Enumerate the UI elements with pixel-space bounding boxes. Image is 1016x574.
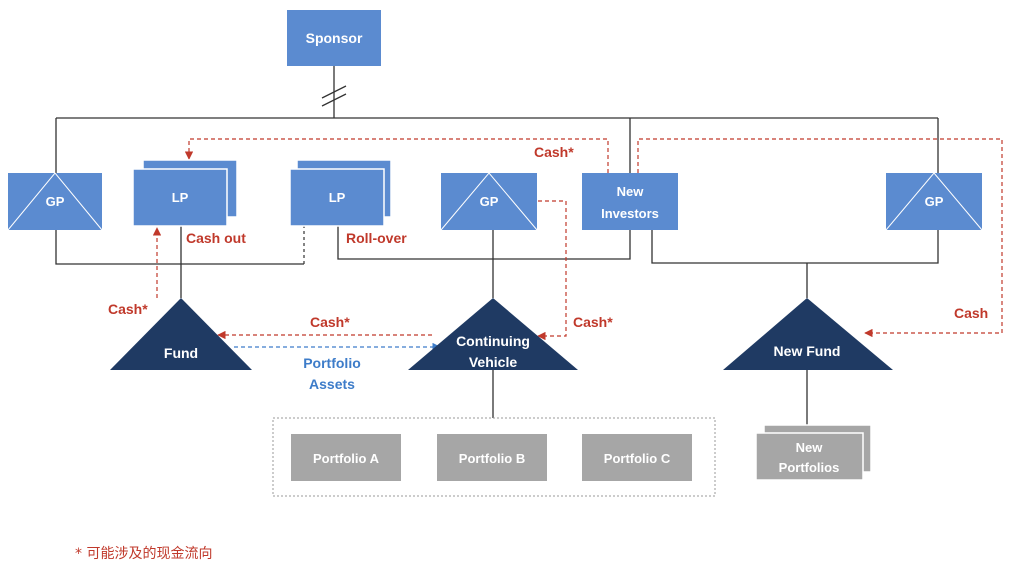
- gp-left-label: GP: [46, 194, 65, 209]
- lp-roll-over-label: LP: [329, 190, 346, 205]
- new-portfolios-label-line1: New: [796, 440, 824, 455]
- gp-right-label: GP: [925, 194, 944, 209]
- portfolio-c-label: Portfolio C: [604, 451, 671, 466]
- portfolio-c-node: Portfolio C: [582, 434, 692, 481]
- continuing-vehicle-label-line1: Continuing: [456, 333, 530, 349]
- cash-flow-lines: [152, 138, 1003, 341]
- portfolio-a-label: Portfolio A: [313, 451, 380, 466]
- lp-cash-out-label: LP: [172, 190, 189, 205]
- ownership-lines: [55, 66, 939, 428]
- new-portfolios-label-line2: Portfolios: [779, 460, 840, 475]
- portfolio-assets-label-line1: Portfolio: [303, 355, 361, 371]
- lp-cash-out-node: LP: [132, 159, 238, 227]
- roll-over-label: Roll-over: [346, 230, 407, 246]
- portfolio-assets-label-line2: Assets: [309, 376, 355, 392]
- cash-star-middle-label: Cash*: [310, 314, 350, 330]
- gp-middle-label: GP: [480, 194, 499, 209]
- gp-middle-node: GP: [440, 172, 538, 231]
- portfolio-group: [272, 417, 716, 497]
- cash-star-left-label: Cash*: [108, 301, 148, 317]
- sponsor-node: Sponsor: [287, 10, 381, 66]
- new-portfolios-node: New Portfolios: [755, 424, 872, 481]
- sponsor-label: Sponsor: [306, 30, 363, 46]
- cash-right-label: Cash: [954, 305, 988, 321]
- portfolio-b-node: Portfolio B: [437, 434, 547, 481]
- portfolio-b-label: Portfolio B: [459, 451, 525, 466]
- continuing-vehicle-node: Continuing Vehicle: [408, 298, 578, 370]
- break-marks: [321, 85, 347, 107]
- new-investors-label-line2: Investors: [601, 206, 659, 221]
- new-fund-label: New Fund: [774, 343, 841, 359]
- cash-star-right-label: Cash*: [573, 314, 613, 330]
- footnote: * 可能涉及的现金流向: [75, 546, 213, 562]
- new-fund-node: New Fund: [723, 298, 893, 370]
- continuing-vehicle-label-line2: Vehicle: [469, 354, 517, 370]
- new-investors-label-line1: New: [617, 184, 645, 199]
- lp-roll-over-node: LP: [289, 159, 392, 227]
- gp-left-node: GP: [7, 172, 103, 231]
- cash-star-top-label: Cash*: [534, 144, 574, 160]
- fund-label: Fund: [164, 345, 198, 361]
- gp-right-node: GP: [885, 172, 983, 231]
- new-investors-node: New Investors: [582, 173, 678, 230]
- portfolio-a-node: Portfolio A: [291, 434, 401, 481]
- fund-node: Fund: [110, 298, 252, 370]
- cash-out-label: Cash out: [186, 230, 246, 246]
